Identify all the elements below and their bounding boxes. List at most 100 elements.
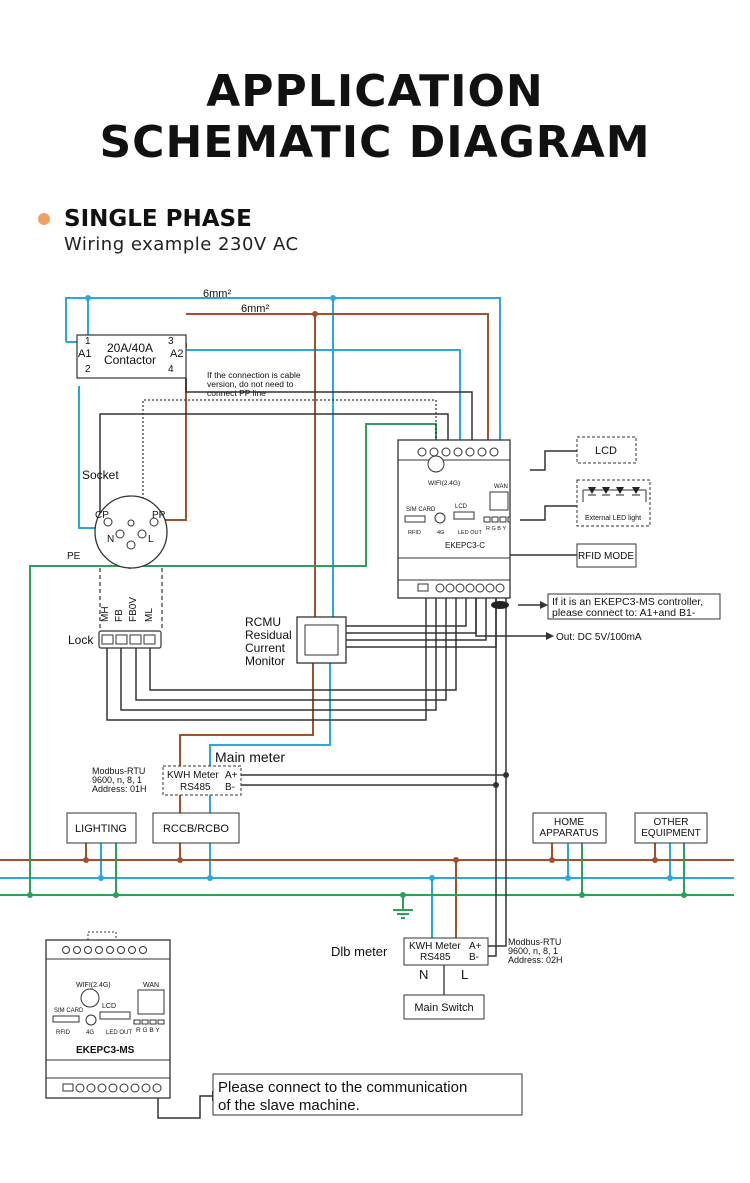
- dlb-meter-modbus-3: Address: 02H: [508, 955, 563, 965]
- load-other-2: EQUIPMENT: [641, 828, 700, 839]
- ground-icon: [393, 909, 413, 919]
- led-label: External LED light: [585, 515, 641, 522]
- slave-note-line-1: Please connect to the communication: [218, 1079, 467, 1096]
- contactor-terminal-1: 1: [85, 336, 91, 347]
- dlb-meter-modbus-2: 9600, n, 8, 1: [508, 946, 558, 956]
- dlb-meter-label: Dlb meter: [331, 944, 388, 959]
- pp-dotted-line: [142, 399, 437, 515]
- signal-wires: [99, 378, 577, 1119]
- controller-ledout: LED OUT: [458, 530, 482, 536]
- rcmu-line-1: RCMU: [245, 615, 281, 629]
- contactor-a1: A1: [78, 348, 91, 360]
- load-lighting: LIGHTING: [75, 823, 127, 835]
- title-line-2: SCHEMATIC DIAGRAM: [99, 117, 651, 168]
- contactor-terminal-3: 3: [168, 336, 174, 347]
- slave-wan: WAN: [143, 982, 159, 989]
- socket-cp: CP: [95, 510, 109, 521]
- rfid-mode-box: [576, 543, 637, 568]
- load-rccb: RCCB/RCBO: [163, 823, 229, 835]
- lock-pin-fb: FB: [114, 609, 125, 622]
- rcmu-line-2: Residual: [245, 628, 292, 642]
- external-led-light: External LED light: [576, 479, 651, 527]
- slave-controller-ekepc3-ms: WIFI(2.4G) SIM CARD LCD WAN RFID 4G LED …: [45, 931, 171, 1099]
- controller-rfid: RFID: [408, 530, 421, 536]
- ms-note-line-1: If it is an EKEPC3-MS controller,: [552, 596, 703, 608]
- controller-rgby: R G B Y: [486, 526, 506, 532]
- main-meter-modbus-2: 9600, n, 8, 1: [92, 775, 142, 785]
- main-switch-box: [403, 994, 485, 1020]
- slave-ledout: LED OUT: [106, 1030, 132, 1036]
- main-meter-rs485: RS485: [180, 782, 211, 793]
- lock-pin-mh: MH: [100, 606, 111, 622]
- rcmu-line-3: Current: [245, 641, 286, 655]
- lock-pin-fb0v: FB0V: [128, 597, 139, 622]
- main-meter-a: A+: [225, 770, 238, 781]
- load-other-1: OTHER: [654, 817, 689, 828]
- main-meter-label: Main meter: [215, 749, 285, 765]
- dlb-meter-b: B-: [469, 952, 479, 963]
- main-meter-modbus-1: Modbus-RTU: [92, 766, 145, 776]
- slave-note-line-2: of the slave machine.: [218, 1097, 360, 1114]
- controller-lcd-port: LCD: [455, 504, 468, 510]
- lock-pin-ml: ML: [144, 608, 155, 622]
- dlb-meter-n: N: [419, 967, 428, 982]
- contactor-name: Contactor: [104, 353, 156, 367]
- main-switch-label: Main Switch: [414, 1002, 473, 1014]
- dlb-meter: Dlb meter KWH Meter RS485 A+ B- Modbus-R…: [331, 937, 563, 995]
- section-subtitle: Wiring example 230V AC: [64, 234, 299, 255]
- out-note: Out: DC 5V/100mA: [556, 632, 642, 643]
- socket: Socket CP PP N L PE: [67, 468, 168, 569]
- slave-note-box: [212, 1073, 523, 1116]
- slave-sim: SIM CARD: [54, 1008, 84, 1014]
- controller-ekepc3-c: WIFI(2.4G) SIM CARD LCD WAN RFID 4G LED …: [397, 439, 511, 599]
- dlb-meter-rs485: RS485: [420, 952, 451, 963]
- load-home-2: APPARATUS: [539, 828, 598, 839]
- contactor-terminal-2: 2: [85, 364, 91, 375]
- socket-n: N: [107, 534, 114, 545]
- slave-lcd-port: LCD: [102, 1003, 116, 1010]
- title-line-1: APPLICATION: [206, 66, 544, 117]
- section-title: SINGLE PHASE: [64, 206, 252, 232]
- socket-pp: PP: [152, 510, 166, 521]
- contactor-rating: 20A/40A: [107, 341, 153, 355]
- wire-size-label-brown: 6mm²: [241, 303, 269, 315]
- section-bullet-icon: [38, 213, 50, 225]
- arrowhead-icons: [212, 601, 554, 1101]
- dlb-meter-kwh: KWH Meter: [409, 941, 461, 952]
- contactor-terminal-4: 4: [168, 364, 174, 375]
- dlb-meter-modbus-1: Modbus-RTU: [508, 937, 561, 947]
- controller-wifi: WIFI(2.4G): [428, 480, 460, 487]
- lcd-box: [576, 436, 637, 464]
- socket-pe: PE: [67, 551, 81, 562]
- cable-note-line-3: connect PP line: [207, 388, 266, 398]
- wire-size-label-blue: 6mm²: [203, 288, 231, 300]
- main-meter-modbus-3: Address: 01H: [92, 784, 147, 794]
- lock: MH FB FB0V ML Lock: [68, 597, 162, 649]
- main-meter: Main meter Modbus-RTU 9600, n, 8, 1 Addr…: [92, 749, 285, 796]
- cable-note-line-2: version, do not need to: [207, 379, 294, 389]
- slave-4g: 4G: [86, 1030, 94, 1036]
- ms-note-box: [547, 593, 721, 620]
- slave-rfid: RFID: [56, 1030, 71, 1036]
- main-meter-kwh: KWH Meter: [167, 770, 219, 781]
- junction-dots: [27, 295, 687, 898]
- controller-name: EKEPC3-C: [445, 541, 485, 550]
- lock-label: Lock: [68, 633, 94, 647]
- lock-cable: [99, 568, 163, 630]
- socket-label: Socket: [82, 468, 119, 482]
- socket-l: L: [148, 534, 154, 545]
- slave-rgby: R G B Y: [136, 1027, 160, 1034]
- line-wires: [0, 313, 734, 940]
- controller-sim: SIM CARD: [406, 507, 436, 513]
- ms-note-line-2: please connect to: A1+and B1-: [552, 607, 696, 619]
- rfid-mode-label: RFID MODE: [578, 551, 634, 562]
- rcmu-line-4: Monitor: [245, 654, 285, 668]
- contactor: 1 A1 2 3 A2 4 20A/40A Contactor: [76, 334, 187, 379]
- main-meter-b: B-: [225, 782, 235, 793]
- contactor-a2: A2: [170, 348, 183, 360]
- slave-wifi: WIFI(2.4G): [76, 982, 111, 989]
- slave-name: EKEPC3-MS: [76, 1045, 135, 1056]
- led-diode-icons: [588, 487, 640, 496]
- cable-note-line-1: If the connection is cable: [207, 370, 301, 380]
